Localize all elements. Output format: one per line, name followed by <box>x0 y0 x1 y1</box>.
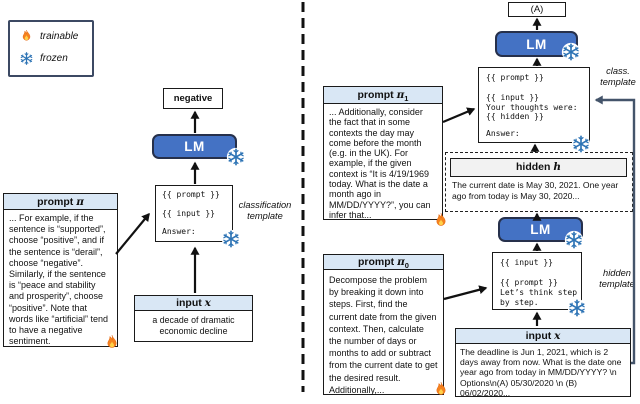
legend-row-trainable: trainable <box>19 29 92 44</box>
template-line: {{ input }} <box>162 208 215 218</box>
hidden-h-box: hidden h The current date is May 30, 202… <box>445 152 633 212</box>
lm-top-snowflake-icon <box>561 42 581 62</box>
connector-input-to-class-template <box>594 95 636 365</box>
lm-box-left: LM <box>152 134 237 159</box>
hidden-template-box: {{ input }} {{ prompt }} Let’s think ste… <box>492 252 582 310</box>
input-x-body-right: The deadline is Jun 1, 2021, which is 2 … <box>460 347 622 398</box>
legend-frozen-label: frozen <box>40 53 68 64</box>
prompt-pi-body: ... For example, if the sentence is “sup… <box>9 213 109 347</box>
arrow-prompt1-to-class-template <box>442 107 476 124</box>
prompt-pi-box: prompt π ... For example, if the sentenc… <box>3 193 118 347</box>
lm-left-snowflake-icon <box>226 147 246 167</box>
template-line: Answer: <box>486 129 520 138</box>
lm-label: LM <box>530 222 551 237</box>
template-line-blank <box>500 268 581 278</box>
input-x-body-left: a decade of dramatic economic decline <box>152 315 235 336</box>
template-line: Your thoughts were: <box>486 102 578 112</box>
arrow-prompt0-to-hidden-template <box>443 285 488 301</box>
legend-row-frozen: frozen <box>19 51 92 66</box>
prompt-pi0-box: prompt π0 Decompose the problem by break… <box>323 254 444 395</box>
arrow-prompt-to-template-left <box>115 212 150 255</box>
template-line: Answer: <box>162 227 196 236</box>
prompt-pi0-header: prompt π0 <box>324 255 443 270</box>
prompt-pi0-body: Decompose the problem by breaking it dow… <box>329 275 438 395</box>
template-line: {{ input }} <box>486 93 539 102</box>
prompt-pi1-body: ... Additionally, consider the fact that… <box>329 107 431 220</box>
template-line: {{ prompt }} <box>486 73 544 82</box>
template-line: {{ input }} <box>500 258 553 267</box>
template-line: Let’s think step <box>500 288 578 297</box>
class-template-box: {{ prompt }} {{ input }} Your thoughts w… <box>478 67 590 143</box>
prompt-pi0-flame-icon <box>432 381 450 399</box>
hidden-template-label: hidden template <box>599 268 635 289</box>
input-x-box-left: input x a decade of dramatic economic de… <box>134 295 253 342</box>
output-label-negative: negative <box>173 93 213 104</box>
prompt-pi1-flame-icon <box>432 212 450 230</box>
legend-trainable-label: trainable <box>40 31 79 42</box>
classification-template-box: {{ prompt }} {{ input }} Answer: <box>155 185 233 242</box>
classification-template-snowflake-icon <box>221 229 241 249</box>
prompt-pi-flame-icon <box>103 334 121 352</box>
prompt-pi-header: prompt π <box>4 194 117 210</box>
hidden-template-snowflake-icon <box>567 298 587 318</box>
output-box-negative: negative <box>163 88 223 109</box>
template-line-blank <box>162 200 232 209</box>
template-line: {{ prompt }} <box>162 190 220 199</box>
template-line: {{ hidden }} <box>486 112 544 121</box>
frozen-snowflake-icon <box>19 51 34 66</box>
trainable-flame-icon <box>19 29 34 44</box>
prompt-pi1-header: prompt π1 <box>324 87 442 104</box>
classification-template-label: classification template <box>238 200 292 221</box>
template-line-blank <box>486 83 589 93</box>
input-x-header-right: input x <box>456 329 630 344</box>
lm-label: LM <box>184 139 205 154</box>
output-box-a: (A) <box>508 2 566 17</box>
prompt-pi1-box: prompt π1 ... Additionally, consider the… <box>323 86 443 220</box>
input-x-box-right: input x The deadline is Jun 1, 2021, whi… <box>455 328 631 398</box>
template-line-blank <box>486 122 589 130</box>
legend: trainable frozen <box>8 20 94 77</box>
lm-mid-snowflake-icon <box>564 230 584 250</box>
output-label-a: (A) <box>530 4 544 15</box>
template-line: {{ prompt }} <box>500 278 558 287</box>
input-x-header-left: input x <box>135 296 252 311</box>
hidden-h-body: The current date is May 30, 2021. One ye… <box>452 180 619 201</box>
class-template-label: class. template <box>600 66 636 87</box>
template-line: by step. <box>500 298 539 307</box>
class-template-snowflake-icon <box>571 134 591 154</box>
lm-label: LM <box>526 36 547 52</box>
hidden-h-header: hidden h <box>450 158 627 177</box>
template-line-blank <box>162 219 232 228</box>
